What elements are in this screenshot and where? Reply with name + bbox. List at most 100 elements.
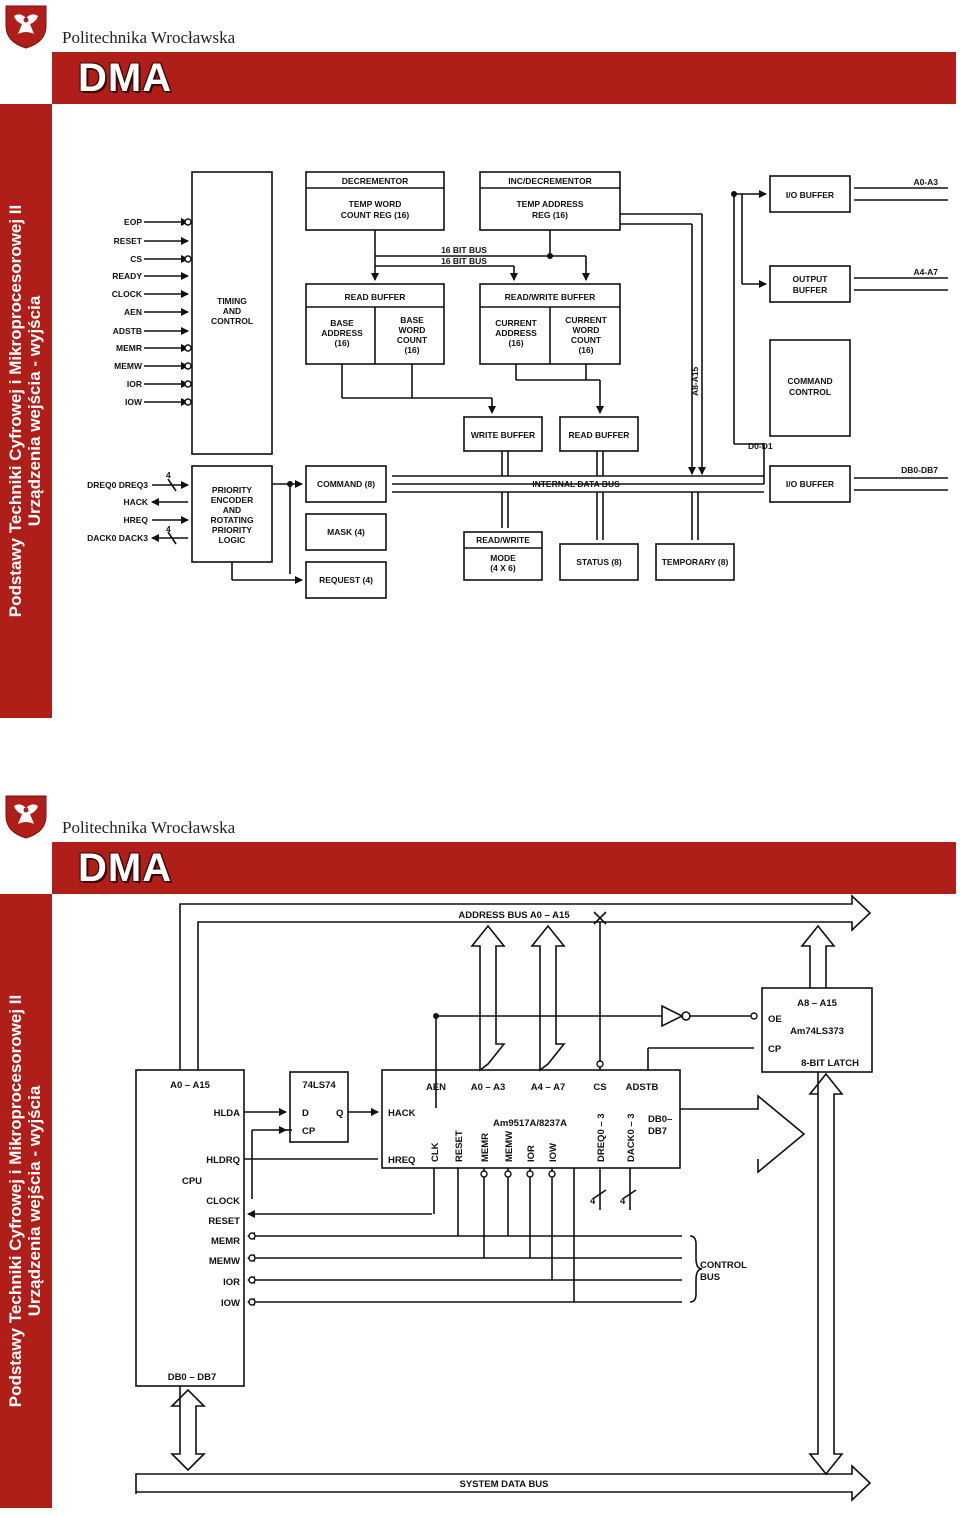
signal-iow: IOW bbox=[125, 397, 143, 407]
output-buffer-block bbox=[769, 265, 851, 303]
latch-pin-cp: CP bbox=[768, 1044, 782, 1055]
dack-width: 4 bbox=[620, 1196, 626, 1207]
address-bus-label: ADDRESS BUS A0 – A15 bbox=[458, 910, 570, 921]
cpu-pin-iow: IOW bbox=[221, 1298, 240, 1309]
cpu-label: CPU bbox=[182, 1176, 202, 1187]
latch-a8-a15: A8 – A15 bbox=[797, 998, 837, 1009]
a4-a7-label: A4-A7 bbox=[913, 267, 938, 277]
inc-decrementor-label: INC/DECREMENTOR bbox=[508, 176, 591, 186]
decrementor-label: DECREMENTOR bbox=[342, 176, 408, 186]
output-buffer-label-2: BUFFER bbox=[793, 285, 827, 295]
university-logo bbox=[0, 0, 52, 50]
base-address-label-1: BASE bbox=[330, 318, 354, 328]
priority-label-2: ENCODER bbox=[211, 495, 254, 505]
base-word-label-2: WORD bbox=[399, 325, 426, 335]
sidebar-text-2: Podstawy Techniki Cyfrowej i Mikroproces… bbox=[0, 894, 52, 1508]
cpu-pin-clock: CLOCK bbox=[206, 1196, 240, 1207]
dma-pin-dreq: DREQ0 – 3 bbox=[596, 1113, 607, 1162]
io-buffer-bottom-block bbox=[769, 465, 851, 503]
eagle-logo-icon bbox=[0, 790, 52, 840]
write-buffer-block bbox=[463, 416, 543, 452]
priority-label-6: LOGIC bbox=[219, 535, 246, 545]
title-bar-2: DMA bbox=[52, 842, 956, 894]
read-write-mode-block bbox=[463, 531, 543, 581]
a4-a7-bus-arrow bbox=[530, 924, 566, 1072]
dma-pin-hack: HACK bbox=[388, 1108, 416, 1119]
internal-data-bus-label: INTERNAL DATA BUS bbox=[532, 479, 620, 489]
cpu-pin-hlda: HLDA bbox=[214, 1108, 241, 1119]
temp-word-label-2: COUNT REG (16) bbox=[341, 210, 410, 220]
temporary-register-block bbox=[655, 543, 735, 581]
system-data-bus-arrow bbox=[135, 1464, 872, 1502]
d0-d1-label: D0-D1 bbox=[748, 441, 773, 451]
signal-hreq: HREQ bbox=[123, 515, 148, 525]
signal-adstb: ADSTB bbox=[113, 326, 142, 336]
dma-pin-hreq: HREQ bbox=[388, 1155, 415, 1166]
status-register-block bbox=[559, 543, 639, 581]
temporary-label: TEMPORARY (8) bbox=[662, 557, 729, 567]
a0-a3-label: A0-A3 bbox=[913, 177, 938, 187]
course-title: Podstawy Techniki Cyfrowej i Mikroproces… bbox=[6, 204, 25, 618]
mask-label: MASK (4) bbox=[327, 527, 365, 537]
dma-db-arrow bbox=[680, 1094, 806, 1174]
address-bus-arrow bbox=[179, 894, 872, 1070]
sidebar-2: Podstawy Techniki Cyfrowej i Mikroproces… bbox=[0, 894, 52, 1508]
io-buffer-top-label: I/O BUFFER bbox=[786, 190, 834, 200]
priority-label-4: ROTATING bbox=[210, 515, 254, 525]
dreq-width: 4 bbox=[590, 1196, 596, 1207]
dma-pin-ior: IOR bbox=[526, 1145, 537, 1162]
mask-register-block bbox=[305, 513, 387, 551]
lecture-subtitle-2: Urządzenia wejścia - wyjścia bbox=[25, 1085, 44, 1317]
output-buffer-label-1: OUTPUT bbox=[793, 274, 829, 284]
signal-dreq: DREQ0 DREQ3 bbox=[87, 480, 148, 490]
signal-ior: IOR bbox=[127, 379, 142, 389]
read-buffer-block bbox=[559, 416, 639, 452]
command-control-block bbox=[769, 339, 851, 437]
eagle-logo-icon bbox=[0, 0, 52, 50]
rw-mode-label-2: MODE bbox=[490, 553, 516, 563]
dma-pin-clk: CLK bbox=[430, 1142, 441, 1162]
latch-chip-name: Am74LS373 bbox=[790, 1026, 844, 1037]
lecture-subtitle: Urządzenia wejścia - wyjścia bbox=[25, 295, 44, 527]
read-buffer-label: READ BUFFER bbox=[345, 292, 406, 302]
dma-pin-iow: IOW bbox=[548, 1143, 559, 1162]
a0-a3-bus-arrow bbox=[470, 924, 506, 1072]
ff-name: 74LS74 bbox=[302, 1080, 336, 1091]
current-address-label-1: CURRENT bbox=[495, 318, 537, 328]
base-address-label-3: (16) bbox=[334, 338, 349, 348]
university-logo-2 bbox=[0, 790, 52, 840]
dma-controller-block bbox=[381, 1069, 681, 1169]
signal-hack: HACK bbox=[123, 497, 148, 507]
write-buffer-label: WRITE BUFFER bbox=[471, 430, 535, 440]
current-address-label-2: ADDRESS bbox=[495, 328, 537, 338]
slide-2: Politechnika Wrocławska DMA Podstawy Tec… bbox=[0, 790, 960, 1510]
priority-label-3: AND bbox=[223, 505, 241, 515]
latch-address-arrow bbox=[800, 924, 836, 988]
command-register-block bbox=[305, 465, 387, 503]
rw-mode-label-3: (4 X 6) bbox=[490, 563, 516, 573]
sidebar-text: Podstawy Techniki Cyfrowej i Mikroproces… bbox=[0, 104, 52, 718]
cpu-pin-reset: RESET bbox=[208, 1216, 240, 1227]
bus-16bit-label-2: 16 BIT BUS bbox=[441, 256, 487, 266]
current-word-label-1: CURRENT bbox=[565, 315, 607, 325]
timing-label-2: AND bbox=[223, 306, 241, 316]
db0-db7-label: DB0-DB7 bbox=[901, 465, 938, 475]
timing-label-1: TIMING bbox=[217, 296, 247, 306]
dma-pin-aen: AEN bbox=[426, 1082, 446, 1093]
latch-data-arrow bbox=[808, 1072, 844, 1476]
cpu-pin-ior: IOR bbox=[223, 1277, 240, 1288]
ff-pin-q: Q bbox=[336, 1108, 343, 1119]
cpu-pin-memw: MEMW bbox=[209, 1256, 240, 1267]
ff-pin-cp: CP bbox=[302, 1126, 316, 1137]
cpu-block bbox=[135, 1069, 245, 1387]
cpu-pin-db0-db7: DB0 – DB7 bbox=[168, 1372, 217, 1383]
request-register-block bbox=[305, 561, 387, 599]
dma-pin-dack: DACK0 – 3 bbox=[626, 1113, 637, 1162]
system-data-bus-label: SYSTEM DATA BUS bbox=[459, 1479, 548, 1490]
dma-chip-name: Am9517A/8237A bbox=[493, 1118, 567, 1129]
cpu-pin-a0-a15: A0 – A15 bbox=[170, 1080, 210, 1091]
command-control-label-2: CONTROL bbox=[789, 387, 831, 397]
sidebar: Podstawy Techniki Cyfrowej i Mikroproces… bbox=[0, 104, 52, 718]
control-bus-label-2: BUS bbox=[700, 1272, 720, 1283]
temp-word-label-1: TEMP WORD bbox=[349, 199, 402, 209]
